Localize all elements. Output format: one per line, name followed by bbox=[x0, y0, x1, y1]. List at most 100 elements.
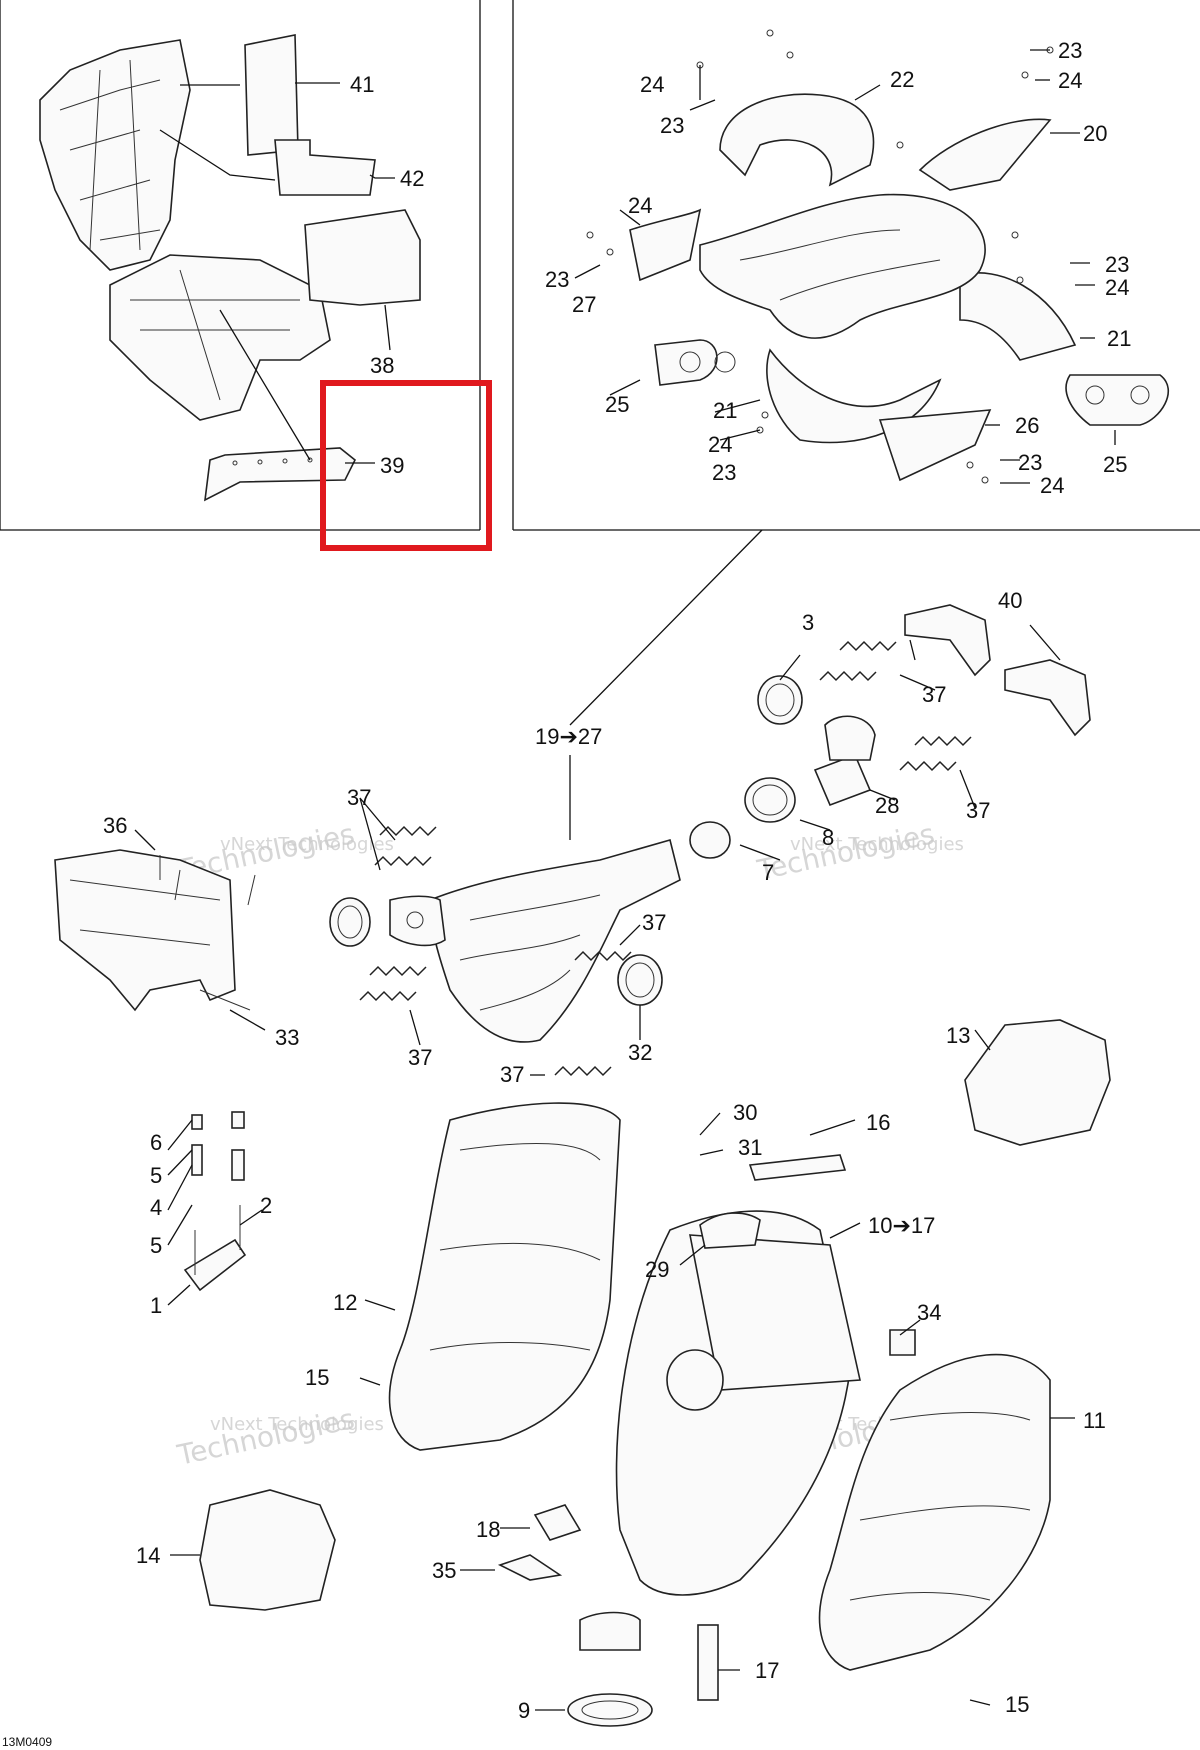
callout-36: 36 bbox=[103, 813, 127, 838]
manifold-outlet-part bbox=[389, 895, 446, 947]
callout-42: 42 bbox=[400, 166, 424, 191]
heat-shield-21-right-part bbox=[959, 272, 1077, 361]
top-right-parts bbox=[569, 29, 1170, 726]
plate-14-part bbox=[199, 1489, 336, 1611]
callout-41: 41 bbox=[350, 72, 374, 97]
middle-parts bbox=[54, 604, 1091, 1077]
callout-33: 33 bbox=[275, 1025, 299, 1050]
grommet-18-part bbox=[533, 1504, 582, 1541]
muffler-outlet-part bbox=[579, 1611, 641, 1651]
strap-16-part bbox=[748, 1154, 847, 1181]
callout-31: 31 bbox=[738, 1135, 762, 1160]
callout-23: 23 bbox=[1018, 450, 1042, 475]
muffler-top-part bbox=[689, 1234, 861, 1391]
spring-37-part bbox=[359, 990, 417, 1002]
spring-37-part bbox=[819, 670, 877, 682]
callout-23: 23 bbox=[1105, 252, 1129, 277]
callout-40: 40 bbox=[998, 588, 1022, 613]
heat-shield-22-part bbox=[719, 93, 875, 187]
bracket-40-lower-part bbox=[1004, 659, 1091, 737]
callout-32: 32 bbox=[628, 1040, 652, 1065]
callout-37: 37 bbox=[408, 1045, 432, 1070]
callout-29: 29 bbox=[645, 1257, 669, 1282]
callout-23: 23 bbox=[660, 113, 684, 138]
clip-35-part bbox=[497, 1554, 563, 1581]
callout-27: 27 bbox=[572, 292, 596, 317]
callout-28: 28 bbox=[875, 793, 899, 818]
callout-17: 17 bbox=[755, 1658, 779, 1683]
mount-base-part bbox=[183, 1238, 247, 1292]
callout-26: 26 bbox=[1015, 413, 1039, 438]
callout-30: 30 bbox=[733, 1100, 757, 1125]
callout-37: 37 bbox=[347, 785, 371, 810]
callout-25: 25 bbox=[605, 392, 629, 417]
muffler-shell-11-part bbox=[818, 1353, 1051, 1671]
ring-3-part bbox=[757, 675, 803, 725]
callout-21: 21 bbox=[1107, 326, 1131, 351]
callout-37: 37 bbox=[500, 1062, 524, 1087]
callout-18: 18 bbox=[476, 1517, 500, 1542]
spring-part bbox=[231, 1149, 245, 1181]
callout-37: 37 bbox=[966, 798, 990, 823]
nut-6-part bbox=[191, 1114, 203, 1130]
diagram-code: 13M0409 bbox=[2, 1735, 52, 1749]
hull-tray-part bbox=[109, 254, 331, 421]
sleeve-7-part bbox=[689, 821, 731, 859]
callout-35: 35 bbox=[432, 1558, 456, 1583]
callout-4: 4 bbox=[150, 1195, 162, 1220]
callout-5: 5 bbox=[150, 1163, 162, 1188]
callout-6: 6 bbox=[150, 1130, 162, 1155]
callout-12: 12 bbox=[333, 1290, 357, 1315]
spring-37-part bbox=[379, 825, 437, 837]
muffler-shell-12-part bbox=[388, 1102, 621, 1451]
nut-part bbox=[231, 1111, 245, 1129]
heat-shield-20-part bbox=[918, 118, 1052, 191]
heat-shield-33-part bbox=[54, 849, 236, 1012]
callout-14: 14 bbox=[136, 1543, 160, 1568]
callout-23: 23 bbox=[545, 267, 569, 292]
callout-39: 39 bbox=[380, 453, 404, 478]
callout-15: 15 bbox=[1005, 1692, 1029, 1717]
plate-25-left-part bbox=[654, 339, 718, 386]
sleeve-28-part bbox=[813, 753, 872, 807]
body-shell-part bbox=[39, 39, 191, 271]
pad-41-part bbox=[244, 34, 299, 156]
callout-19-27: 19➔27 bbox=[535, 724, 602, 749]
callout-5: 5 bbox=[150, 1233, 162, 1258]
callout-37: 37 bbox=[922, 682, 946, 707]
callout-24: 24 bbox=[1040, 473, 1064, 498]
pad-39-part bbox=[204, 447, 357, 502]
muffler-inlet-part bbox=[666, 1349, 724, 1411]
spring-37-part bbox=[374, 855, 432, 867]
callout-25: 25 bbox=[1103, 452, 1127, 477]
clamp-8-part bbox=[744, 777, 796, 823]
manifold-19-part bbox=[429, 839, 681, 1043]
pad-42-part bbox=[274, 139, 376, 196]
callout-3: 3 bbox=[802, 610, 814, 635]
callout-24: 24 bbox=[640, 72, 664, 97]
watermark-text: vNext Technologies bbox=[210, 1414, 384, 1435]
callout-21: 21 bbox=[713, 398, 737, 423]
callout-24: 24 bbox=[628, 193, 652, 218]
callouts: 41 42 38 39 24 23 22 23 24 20 24 23 27 2… bbox=[2, 38, 1131, 1749]
spring-37-part bbox=[574, 950, 632, 962]
callout-1: 1 bbox=[150, 1293, 162, 1318]
watermark-text: Technologies bbox=[754, 817, 938, 887]
callout-2: 2 bbox=[260, 1193, 272, 1218]
watermark-text: vNext Technologies bbox=[790, 834, 964, 855]
callout-15: 15 bbox=[305, 1365, 329, 1390]
spring-37-part bbox=[839, 640, 897, 652]
elbow-part bbox=[824, 715, 876, 761]
plate-25-right-part bbox=[1065, 374, 1170, 426]
callout-16: 16 bbox=[866, 1110, 890, 1135]
bottom-parts bbox=[167, 1019, 1111, 1727]
plate-13-part bbox=[964, 1019, 1111, 1146]
callout-37: 37 bbox=[642, 910, 666, 935]
callout-24: 24 bbox=[1105, 275, 1129, 300]
callout-8: 8 bbox=[822, 825, 834, 850]
callout-9: 9 bbox=[518, 1698, 530, 1723]
spring-37-part bbox=[899, 760, 957, 772]
heat-shield-27-part bbox=[629, 208, 702, 282]
strap-17-part bbox=[697, 1624, 719, 1701]
watermark-text: vNext Technologies bbox=[220, 834, 394, 855]
